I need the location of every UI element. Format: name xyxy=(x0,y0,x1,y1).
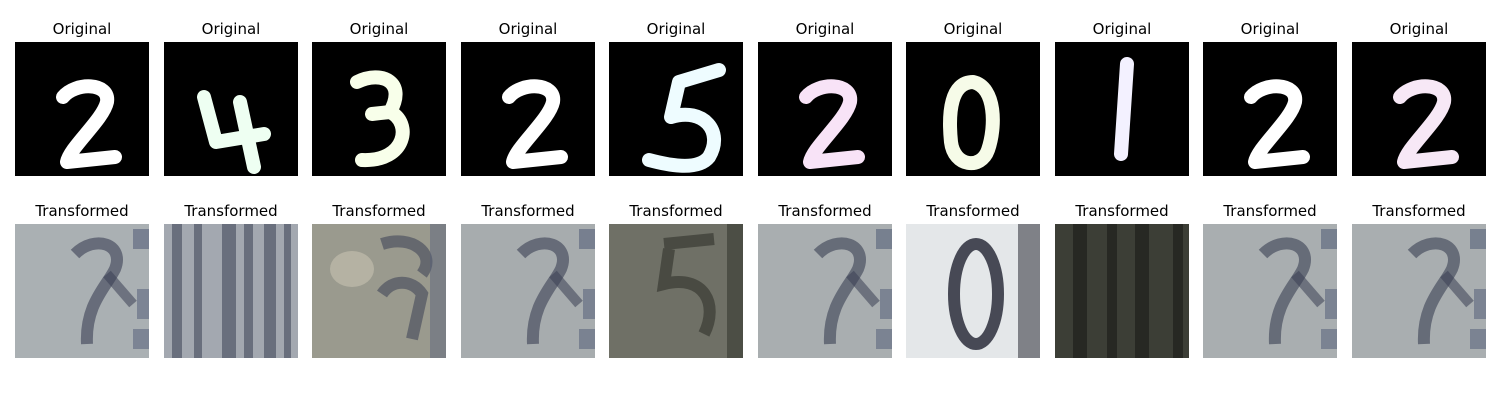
transformed-texture xyxy=(1018,224,1040,358)
original-digit-image xyxy=(1352,42,1486,176)
transformed-texture xyxy=(330,251,374,287)
transformed-title: Transformed xyxy=(481,202,575,220)
original-title: Original xyxy=(1240,20,1300,38)
original-title: Original xyxy=(1092,20,1152,38)
transformed-texture xyxy=(172,224,182,358)
transformed-texture xyxy=(264,224,276,358)
original-digit-image xyxy=(609,42,743,176)
digit-stroke xyxy=(350,70,410,168)
transformed-image xyxy=(906,224,1040,358)
transformed-texture xyxy=(1470,329,1486,349)
transformed-texture xyxy=(1325,289,1337,319)
original-digit-image xyxy=(164,42,298,176)
original-title: Original xyxy=(498,20,558,38)
original-title: Original xyxy=(52,20,112,38)
transformed-texture xyxy=(1407,237,1460,345)
transformed-image xyxy=(609,224,743,358)
transformed-texture xyxy=(1474,289,1486,319)
transformed-texture xyxy=(222,224,236,358)
digit-stroke xyxy=(1393,79,1459,169)
original-title: Original xyxy=(1389,20,1449,38)
transformed-texture xyxy=(1440,270,1474,308)
original-title: Original xyxy=(201,20,261,38)
transformed-texture xyxy=(1258,237,1311,345)
transformed-image xyxy=(312,224,446,358)
transformed-texture xyxy=(1321,229,1337,249)
transformed-texture xyxy=(876,229,892,249)
transformed-texture xyxy=(1291,270,1325,308)
original-title: Original xyxy=(943,20,1003,38)
transformed-image xyxy=(164,224,298,358)
transformed-texture xyxy=(846,270,880,308)
transformed-image xyxy=(15,224,149,358)
transformed-title: Transformed xyxy=(1372,202,1466,220)
transformed-texture xyxy=(194,224,202,358)
transformed-texture xyxy=(579,329,595,349)
transformed-texture xyxy=(1173,224,1183,358)
transformed-title: Transformed xyxy=(184,202,278,220)
original-digit-image xyxy=(906,42,1040,176)
transformed-title: Transformed xyxy=(926,202,1020,220)
original-digit-image xyxy=(1055,42,1189,176)
digit-stroke xyxy=(799,79,865,169)
transformed-texture xyxy=(876,329,892,349)
digit-stroke xyxy=(1244,79,1310,169)
transformed-texture xyxy=(813,237,866,345)
digit-stroke xyxy=(197,90,271,174)
original-digit-image xyxy=(461,42,595,176)
transformed-texture xyxy=(137,289,149,319)
transformed-texture xyxy=(948,238,1004,350)
digit-stroke xyxy=(642,63,726,173)
transformed-texture xyxy=(727,224,743,358)
transformed-image xyxy=(1055,224,1189,358)
transformed-texture xyxy=(430,224,446,358)
transformed-texture xyxy=(103,270,137,308)
transformed-texture xyxy=(70,237,123,345)
transformed-title: Transformed xyxy=(35,202,129,220)
transformed-title: Transformed xyxy=(1223,202,1317,220)
transformed-texture xyxy=(284,224,291,358)
transformed-image xyxy=(1203,224,1337,358)
transformed-texture xyxy=(516,237,569,345)
transformed-texture xyxy=(579,229,595,249)
transformed-texture xyxy=(377,235,433,341)
transformed-texture xyxy=(656,233,716,337)
transformed-texture xyxy=(549,270,583,308)
transformed-title: Transformed xyxy=(778,202,872,220)
transformed-texture xyxy=(1321,329,1337,349)
digit-stroke xyxy=(502,79,568,169)
transformed-image xyxy=(758,224,892,358)
transformed-title: Transformed xyxy=(332,202,426,220)
transformed-texture xyxy=(133,229,149,249)
transformed-texture xyxy=(1470,229,1486,249)
original-digit-image xyxy=(15,42,149,176)
transformed-texture xyxy=(1107,224,1117,358)
digit-stroke xyxy=(1114,57,1134,161)
original-title: Original xyxy=(795,20,855,38)
original-digit-image xyxy=(758,42,892,176)
transformed-image xyxy=(1352,224,1486,358)
original-title: Original xyxy=(349,20,409,38)
transformed-texture xyxy=(244,224,253,358)
transformed-texture xyxy=(583,289,595,319)
original-title: Original xyxy=(646,20,706,38)
digit-stroke xyxy=(943,75,1000,171)
original-digit-image xyxy=(312,42,446,176)
transformed-texture xyxy=(1073,224,1087,358)
transformed-image xyxy=(461,224,595,358)
transformed-texture xyxy=(880,289,892,319)
transformed-title: Transformed xyxy=(629,202,723,220)
transformed-texture xyxy=(133,329,149,349)
original-digit-image xyxy=(1203,42,1337,176)
transformed-title: Transformed xyxy=(1075,202,1169,220)
digit-stroke xyxy=(56,79,122,169)
transformed-texture xyxy=(1135,224,1149,358)
